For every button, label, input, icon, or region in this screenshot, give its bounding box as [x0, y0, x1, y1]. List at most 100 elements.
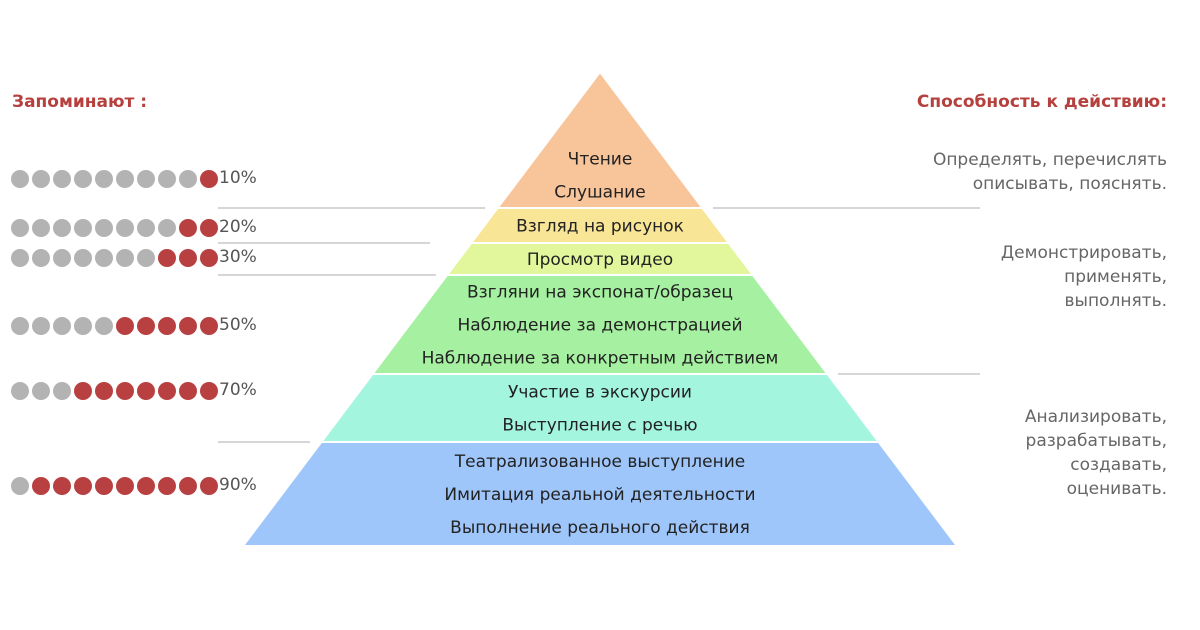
- dot-active: [158, 477, 176, 495]
- tier-label: Взгляд на рисунок: [516, 217, 684, 237]
- tier-label: Выполнение реального действия: [450, 518, 750, 538]
- tier-label: Наблюдение за конкретным действием: [422, 349, 779, 369]
- retention-dots: [11, 382, 218, 400]
- dot-inactive: [11, 477, 29, 495]
- pyramid-tiers: [240, 70, 960, 547]
- dot-active: [74, 382, 92, 400]
- dot-active: [137, 317, 155, 335]
- dot-inactive: [137, 219, 155, 237]
- divider-lines: [218, 207, 980, 443]
- dot-active: [200, 249, 218, 267]
- ability-line: разрабатывать,: [1025, 431, 1167, 451]
- dot-active: [116, 477, 134, 495]
- tier-label: Театрализованное выступление: [454, 452, 745, 472]
- dot-active: [200, 382, 218, 400]
- dot-active: [116, 382, 134, 400]
- dot-active: [200, 170, 218, 188]
- retention-percent: 90%: [219, 475, 257, 495]
- ability-line: Определять, перечислять: [932, 150, 1167, 170]
- dot-active: [158, 382, 176, 400]
- dot-active: [179, 219, 197, 237]
- dot-inactive: [11, 170, 29, 188]
- tier-label: Чтение: [568, 150, 633, 170]
- dot-active: [200, 477, 218, 495]
- dot-inactive: [53, 249, 71, 267]
- dot-inactive: [74, 317, 92, 335]
- tier-label: Имитация реальной деятельности: [444, 485, 755, 505]
- dot-active: [200, 317, 218, 335]
- dot-inactive: [11, 317, 29, 335]
- dot-inactive: [11, 249, 29, 267]
- dot-inactive: [53, 170, 71, 188]
- dot-inactive: [32, 382, 50, 400]
- dot-inactive: [74, 219, 92, 237]
- dot-inactive: [53, 219, 71, 237]
- ability-line: Анализировать,: [1024, 407, 1167, 427]
- ability-block: Анализировать, разрабатывать, создавать, оц…: [867, 405, 1167, 501]
- retention-percent: 50%: [219, 315, 257, 335]
- retention-dots: [11, 317, 218, 335]
- retention-dots: [11, 249, 218, 267]
- tier-label: Взгляни на экспонат/образец: [467, 283, 733, 303]
- retention-dots: [11, 477, 218, 495]
- retention-heading: Запоминают :: [12, 92, 148, 112]
- ability-line: оценивать.: [1066, 479, 1167, 499]
- ability-block: Демонстрировать,применять,выполнять.: [867, 241, 1167, 313]
- dot-active: [179, 249, 197, 267]
- retention-dots: [11, 219, 218, 237]
- dot-inactive: [32, 170, 50, 188]
- ability-line: описывать, пояснять.: [972, 174, 1167, 194]
- dot-active: [200, 219, 218, 237]
- dot-inactive: [95, 249, 113, 267]
- dot-inactive: [158, 219, 176, 237]
- dot-active: [179, 382, 197, 400]
- tier-label: Участие в экскурсии: [508, 383, 692, 403]
- dot-active: [137, 382, 155, 400]
- dot-inactive: [158, 170, 176, 188]
- retention-percent: 20%: [219, 217, 257, 237]
- dot-inactive: [53, 382, 71, 400]
- dot-active: [53, 477, 71, 495]
- dot-active: [95, 382, 113, 400]
- dot-inactive: [32, 249, 50, 267]
- dot-active: [179, 477, 197, 495]
- retention-percent: 10%: [219, 168, 257, 188]
- dot-inactive: [11, 382, 29, 400]
- retention-percent: 70%: [219, 380, 257, 400]
- dot-inactive: [179, 170, 197, 188]
- dot-inactive: [137, 170, 155, 188]
- dot-inactive: [116, 219, 134, 237]
- tier-label: Слушание: [554, 183, 645, 203]
- tier-label: Наблюдение за демонстрацией: [457, 316, 742, 336]
- retention-percent: 30%: [219, 247, 257, 267]
- dot-active: [116, 317, 134, 335]
- tier-label: Просмотр видео: [527, 250, 673, 270]
- dot-inactive: [11, 219, 29, 237]
- dot-active: [95, 477, 113, 495]
- ability-line: применять,: [1064, 267, 1167, 287]
- dot-inactive: [32, 317, 50, 335]
- ability-heading: Способность к действию:: [916, 92, 1167, 112]
- dot-active: [137, 477, 155, 495]
- dot-inactive: [95, 170, 113, 188]
- dot-inactive: [116, 249, 134, 267]
- dot-active: [158, 249, 176, 267]
- ability-block: Определять, перечислять описывать, поясня…: [867, 148, 1167, 196]
- ability-line: создавать,: [1070, 455, 1167, 475]
- dot-inactive: [116, 170, 134, 188]
- dot-active: [179, 317, 197, 335]
- retention-dots: [11, 170, 218, 188]
- dot-inactive: [95, 317, 113, 335]
- dot-active: [158, 317, 176, 335]
- dot-inactive: [74, 249, 92, 267]
- dot-inactive: [53, 317, 71, 335]
- dot-active: [32, 477, 50, 495]
- tier-doing: [240, 441, 960, 547]
- dot-inactive: [137, 249, 155, 267]
- ability-line: выполнять.: [1064, 291, 1168, 311]
- dot-inactive: [95, 219, 113, 237]
- dot-inactive: [74, 170, 92, 188]
- dot-inactive: [32, 219, 50, 237]
